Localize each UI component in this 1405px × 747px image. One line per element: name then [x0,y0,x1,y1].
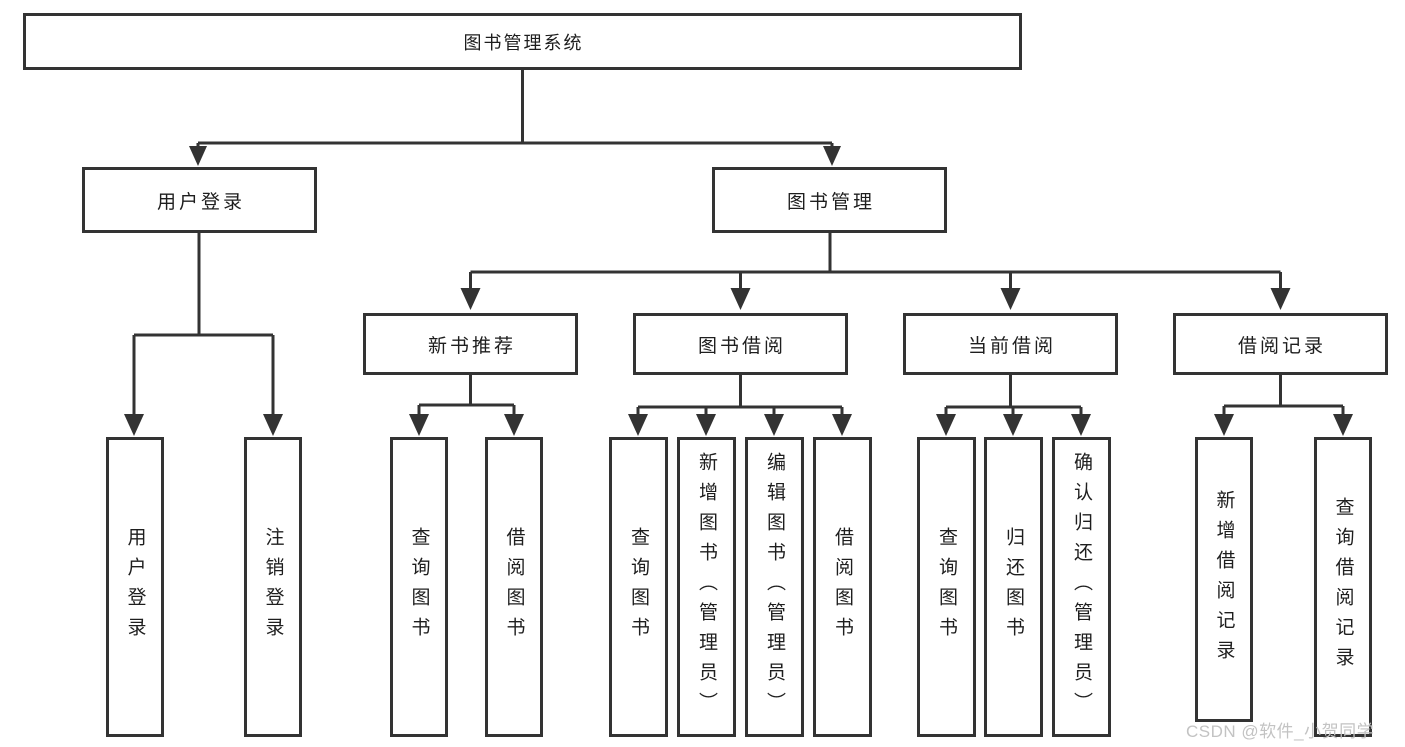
leaf-label: 确认归还（管理员） [1071,452,1092,722]
connector-current-borrowing [944,375,1083,416]
node-leaf-edit-book-admin: 编辑图书（管理员） [745,437,804,737]
arrow-icon [832,414,852,436]
arrow-icon [628,414,648,436]
node-leaf-confirm-return-admin: 确认归还（管理员） [1052,437,1111,737]
csdn-watermark: CSDN @软件_小贺同学 [1186,722,1375,741]
arrow-icon [823,146,841,166]
node-book-borrowing-label: 图书借阅 [697,335,786,357]
node-root-label: 图书管理系统 [463,32,584,53]
leaf-label: 新增借阅记录 [1213,489,1235,670]
connector-user-login [132,233,275,416]
arrow-icon [124,414,144,436]
node-borrowing-records-label: 借阅记录 [1237,335,1326,357]
arrow-icon [409,414,429,436]
connector-new-book-recommend [417,375,516,416]
node-new-book-recommend-label: 新书推荐 [427,335,516,357]
arrow-icon [460,288,481,310]
arrow-icon [1270,288,1291,310]
arrow-icon [1071,414,1091,436]
leaf-label: 查询图书 [936,527,957,647]
node-current-borrowing-label: 当前借阅 [967,335,1056,357]
node-leaf-query-borrow-record: 查询借阅记录 [1314,437,1372,737]
arrow-icon [1003,414,1023,436]
node-leaf-borrow-books-1: 借阅图书 [485,437,543,737]
connector-root [196,70,834,150]
connector-book-management [469,233,1282,290]
leaf-label: 新增图书（管理员） [696,452,717,722]
leaf-label: 用户登录 [124,527,146,647]
node-leaf-user-login: 用户登录 [106,437,164,737]
connector-borrowing-records [1222,375,1345,416]
node-leaf-add-book-admin: 新增图书（管理员） [677,437,736,737]
arrow-icon [1000,288,1021,310]
arrow-icon [730,288,751,310]
connector-book-borrowing [636,375,844,416]
arrow-icon [696,414,716,436]
node-leaf-return-book: 归还图书 [984,437,1043,737]
node-leaf-query-books-1: 查询图书 [390,437,448,737]
node-user-login: 用户登录 [82,167,317,233]
node-root: 图书管理系统 [23,13,1022,70]
arrow-icon [263,414,283,436]
node-borrowing-records: 借阅记录 [1173,313,1388,375]
node-book-management-label: 图书管理 [786,191,875,213]
leaf-label: 查询图书 [628,527,649,647]
arrow-icon [504,414,524,436]
node-new-book-recommend: 新书推荐 [363,313,578,375]
leaf-label: 注销登录 [262,527,284,647]
node-leaf-add-borrow-record: 新增借阅记录 [1195,437,1253,722]
leaf-label: 查询图书 [408,527,430,647]
leaf-label: 借阅图书 [832,527,853,647]
arrow-icon [189,146,207,166]
leaf-label: 查询借阅记录 [1332,497,1354,677]
node-leaf-borrow-books-2: 借阅图书 [813,437,872,737]
arrowheads [124,146,1353,436]
node-book-borrowing: 图书借阅 [633,313,848,375]
arrow-icon [1333,414,1353,436]
node-book-management: 图书管理 [712,167,947,233]
node-user-login-label: 用户登录 [156,191,245,213]
arrow-icon [1214,414,1234,436]
node-current-borrowing: 当前借阅 [903,313,1118,375]
leaf-label: 归还图书 [1003,527,1024,647]
node-leaf-logout: 注销登录 [244,437,302,737]
arrow-icon [936,414,956,436]
leaf-label: 借阅图书 [503,527,525,647]
leaf-label: 编辑图书（管理员） [764,452,785,722]
arrow-icon [764,414,784,436]
node-leaf-query-books-3: 查询图书 [917,437,976,737]
node-leaf-query-books-2: 查询图书 [609,437,668,737]
